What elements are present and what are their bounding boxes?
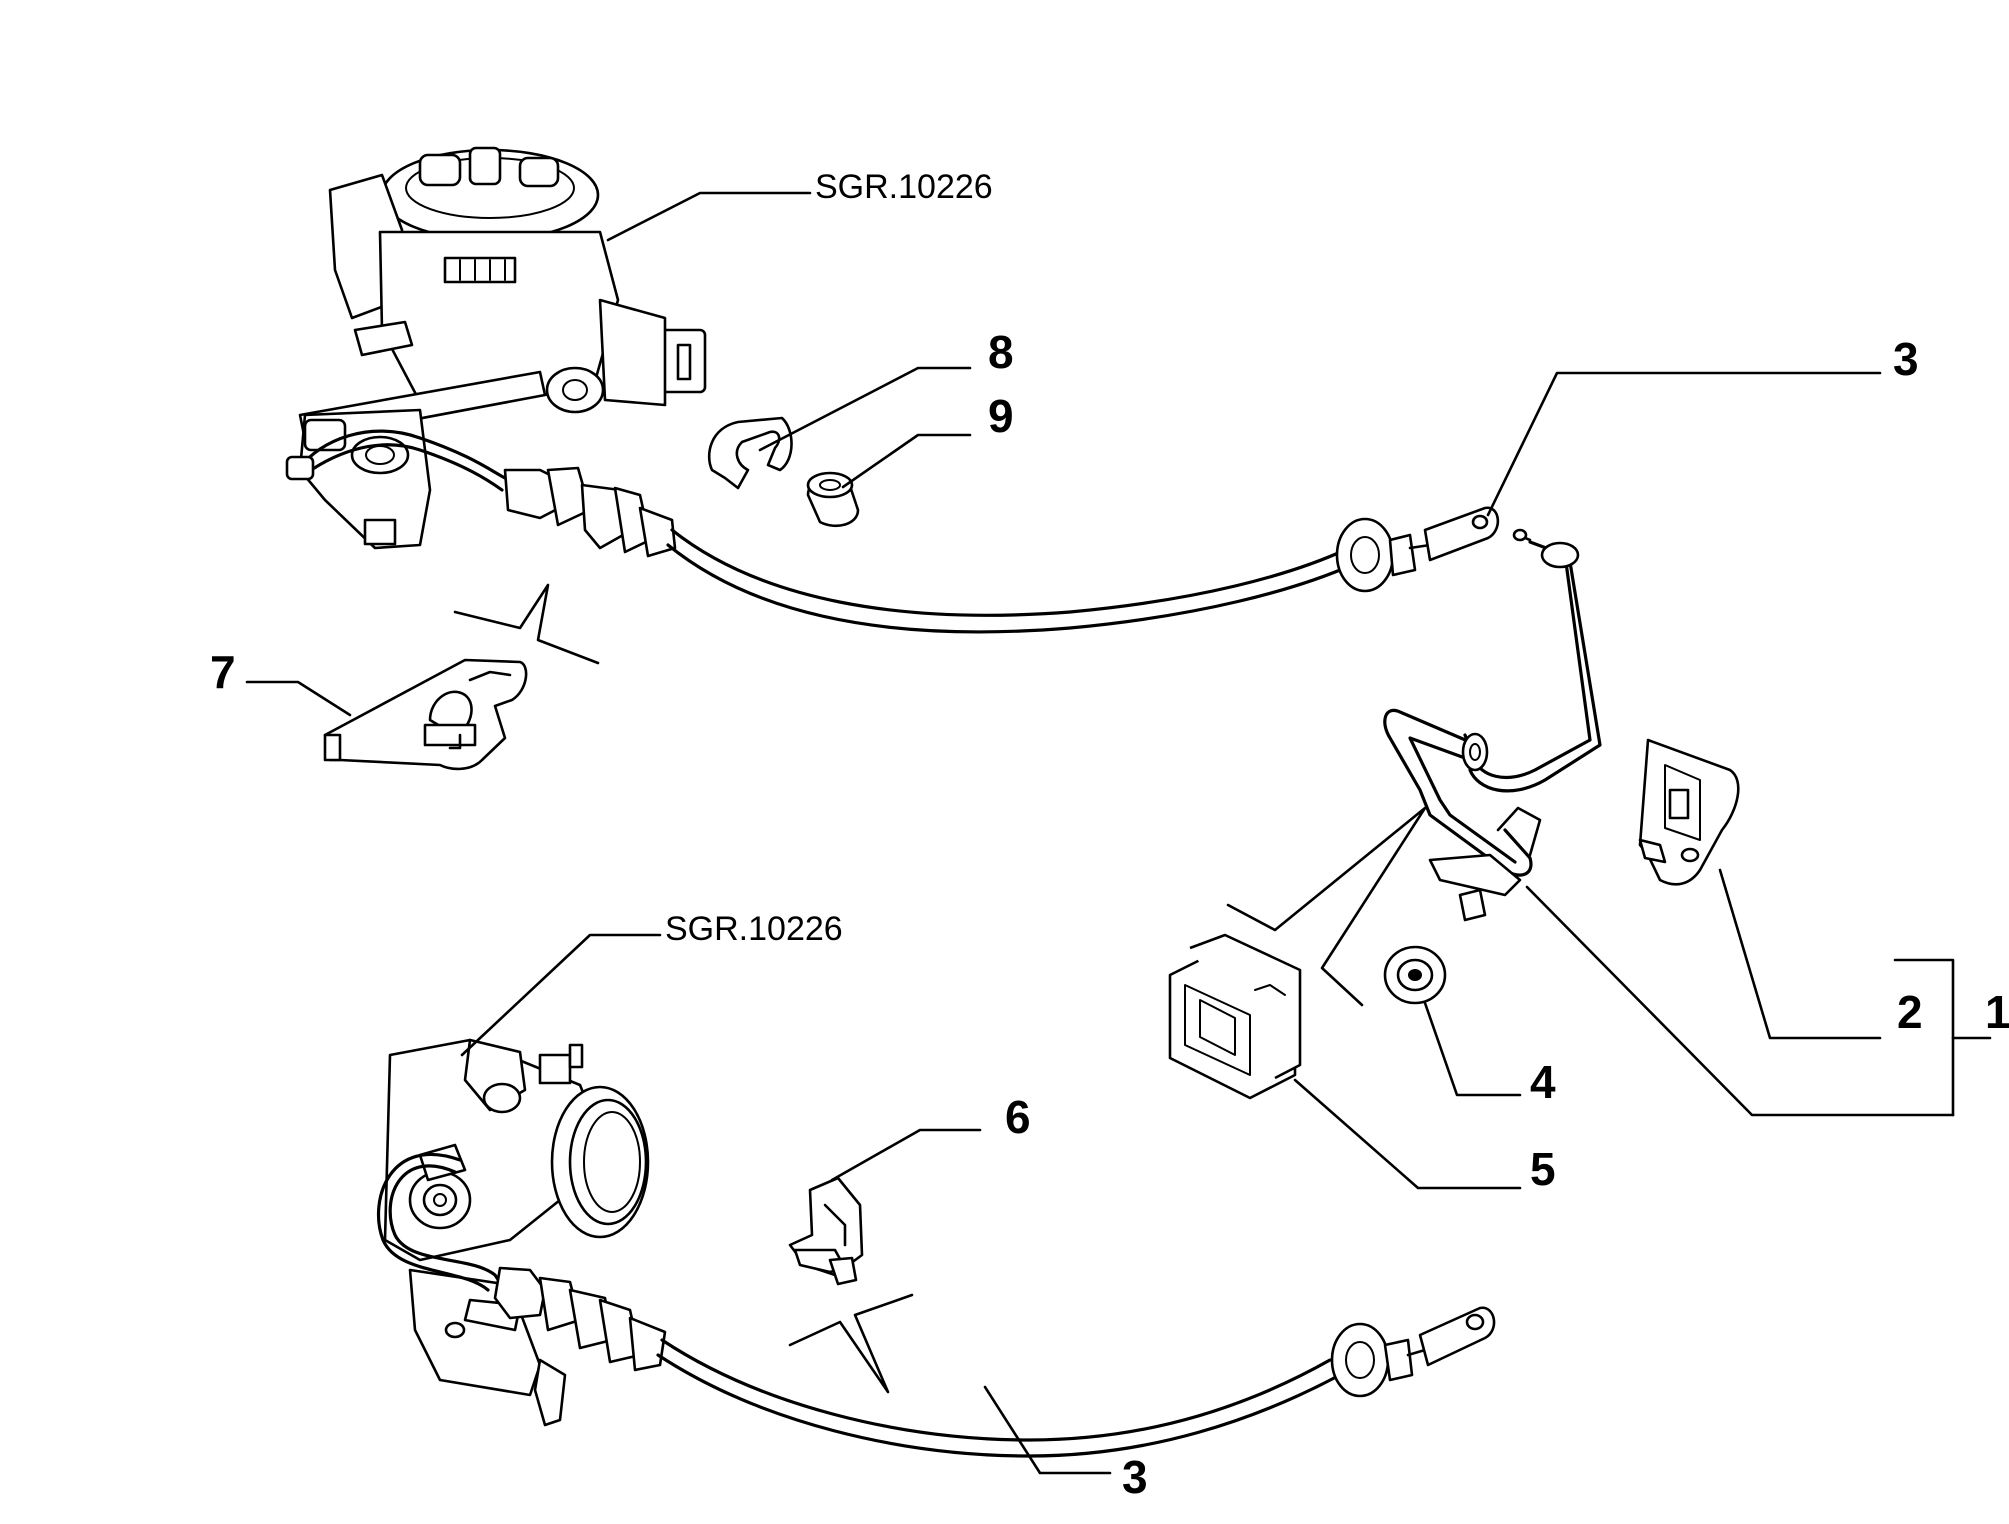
part-8-clip-drawing — [707, 416, 793, 490]
ref-label-top: SGR.10226 — [815, 168, 993, 206]
part-4-grommet-drawing — [1383, 945, 1447, 1005]
callout-4: 4 — [1530, 1056, 1556, 1108]
pedal-break-mark — [1226, 806, 1427, 1007]
bottom-break-mark — [788, 1293, 914, 1394]
part-9-bush-drawing — [806, 471, 860, 527]
top-accelerator-cable — [285, 429, 1500, 634]
callout-1: 1 — [1985, 986, 2009, 1038]
ref-label-bottom: SGR.10226 — [665, 910, 843, 948]
part-6-clip-drawing — [788, 1176, 864, 1286]
callout-5: 5 — [1530, 1143, 1556, 1195]
bottom-accelerator-cable — [376, 1152, 1496, 1458]
callout-6: 6 — [1005, 1091, 1031, 1143]
part-7-bracket-drawing — [323, 658, 528, 771]
callout-3-top: 3 — [1893, 333, 1919, 385]
callout-2: 2 — [1897, 986, 1923, 1038]
callout-9: 9 — [988, 390, 1014, 442]
bottom-throttle-body-drawing — [383, 1038, 650, 1427]
part-2-pedal-pad-drawing — [1638, 738, 1740, 886]
top-throttle-body-drawing — [298, 146, 707, 550]
leader-lines — [245, 191, 1992, 1475]
part-5-rubber-drawing — [1168, 933, 1302, 1100]
callout-8: 8 — [988, 326, 1014, 378]
pedal-assembly-drawing — [1383, 528, 1602, 922]
callout-3-bottom: 3 — [1122, 1451, 1148, 1503]
callout-7: 7 — [210, 646, 236, 698]
top-break-mark — [453, 583, 600, 665]
